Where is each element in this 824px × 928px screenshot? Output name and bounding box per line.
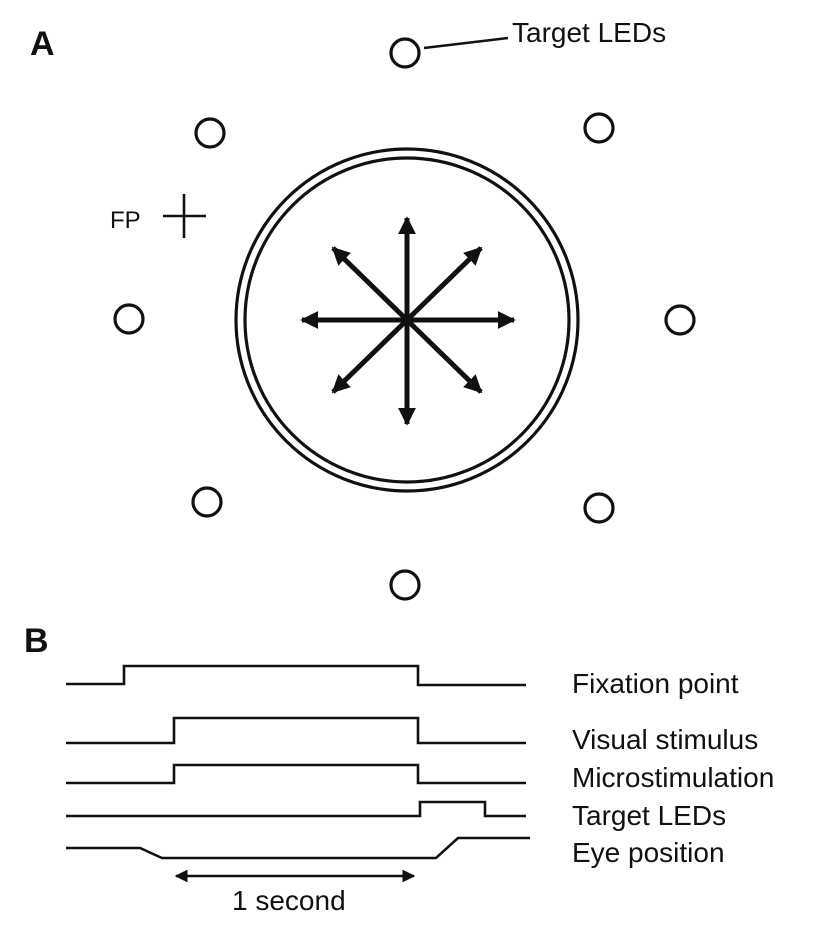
panel-b: B Fixation point Visual stimulus Microst… — [24, 622, 774, 916]
trace-fixation-point — [66, 664, 526, 687]
arrow-down-left — [331, 318, 409, 394]
target-leds-leader-line — [423, 36, 509, 50]
fp-label: FP — [110, 207, 141, 234]
trace-visual-stimulus — [66, 716, 526, 745]
motion-direction-arrows — [300, 216, 516, 426]
aperture-outer-ring — [234, 147, 580, 493]
label-target-leds: Target LEDs — [572, 800, 726, 831]
stimulus-aperture — [234, 147, 580, 493]
target-led-bottom — [389, 569, 421, 601]
panel-a-label: A — [30, 25, 55, 63]
target-led-bottom-right — [583, 492, 615, 524]
target-led-right — [664, 304, 696, 336]
label-microstimulation: Microstimulation — [572, 762, 774, 793]
arrow-up-right — [405, 246, 483, 322]
target-led-ring — [113, 37, 696, 601]
target-led-top — [389, 37, 421, 69]
panel-a: A Target LEDs FP — [30, 17, 696, 601]
aperture-inner-ring — [243, 156, 571, 484]
label-fixation-point: Fixation point — [572, 668, 739, 699]
trace-microstimulation — [66, 763, 526, 785]
time-scale-label: 1 second — [232, 885, 346, 916]
fixation-cross — [163, 194, 206, 238]
trace-eye-position — [66, 836, 530, 860]
target-led-top-left — [194, 117, 226, 149]
target-led-left — [113, 303, 145, 335]
label-eye-position: Eye position — [572, 837, 725, 868]
trace-target-leds — [66, 800, 526, 818]
arrow-up-left — [331, 246, 409, 322]
panel-b-label: B — [24, 622, 49, 660]
target-led-top-right — [583, 112, 615, 144]
target-led-bottom-left — [191, 486, 223, 518]
label-visual-stimulus: Visual stimulus — [572, 724, 758, 755]
arrow-down-right — [405, 318, 483, 394]
target-leds-callout: Target LEDs — [512, 17, 666, 48]
